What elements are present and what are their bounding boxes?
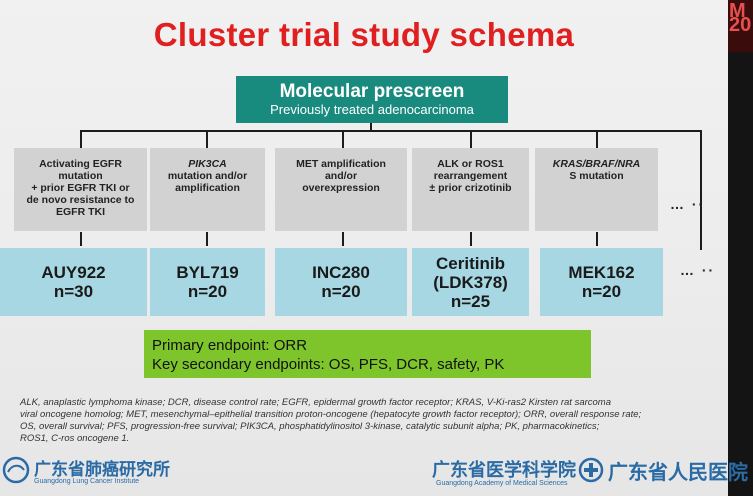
criteria-box-pik3ca: PIK3CA mutation and/or amplification — [150, 148, 265, 231]
endpoints-box: Primary endpoint: ORR Key secondary endp… — [144, 330, 591, 378]
primary-endpoint: Primary endpoint: ORR — [152, 337, 308, 354]
drug-name: MEK162 — [568, 263, 635, 282]
criteria-line: Activating EGFR — [39, 158, 122, 170]
drug-n: n=20 — [321, 282, 361, 301]
logo-lung-cancer-institute: 广东省肺癌研究所 Guangdong Lung Cancer Institute — [0, 450, 200, 492]
criteria-line: mutation and/or — [167, 170, 248, 182]
criteria-box-egfr: Activating EGFR mutation + prior EGFR TK… — [14, 148, 147, 231]
drug-n: n=20 — [581, 282, 622, 301]
criteria-line: + prior EGFR TKI or — [31, 182, 130, 194]
connector-drop-5 — [596, 130, 598, 148]
criteria-box-met: MET amplification and/or overexpression — [275, 148, 407, 231]
connector-drop-more — [700, 130, 702, 250]
drug-box-auy922: AUY922 n=30 — [0, 248, 147, 316]
drug-name: INC280 — [312, 263, 370, 282]
criteria-line: mutation — [58, 170, 103, 182]
prescreen-subtitle: Previously treated adenocarcinoma — [270, 102, 474, 117]
drug-name: BYL719 — [176, 263, 239, 282]
corner-sign-line2: 20 — [729, 14, 752, 36]
connector-arm-3 — [342, 232, 344, 246]
connector-drop-1 — [80, 130, 82, 148]
criteria-line: PIK3CA — [188, 158, 227, 170]
logo-academy-medical-sciences: 广东省医学科学院 Guangdong Academy of Medical Sc… — [432, 450, 582, 492]
criteria-line: rearrangement — [433, 170, 508, 182]
criteria-line: EGFR TKI — [56, 206, 105, 218]
criteria-line: ± prior crizotinib — [429, 182, 512, 194]
criteria-line: S mutation — [569, 170, 624, 182]
connector-arm-5 — [596, 232, 598, 246]
drug-box-inc280: INC280 n=20 — [275, 248, 407, 316]
logo-left-english: Guangdong Lung Cancer Institute — [34, 478, 140, 485]
room-background — [728, 52, 753, 496]
abbreviations-footnote: ALK, anaplastic lymphoma kinase; DCR, di… — [20, 397, 720, 445]
criteria-line: overexpression — [302, 182, 380, 194]
connector-drop-2 — [206, 130, 208, 148]
logo-peoples-hospital: 广东省人民医院 — [578, 450, 748, 492]
footnote-line: OS, overall survival; PFS, progression-f… — [20, 421, 600, 432]
logo-right-chinese: 广东省人民医院 — [608, 460, 748, 484]
more-cohorts-indicator: … ·· — [670, 196, 706, 212]
more-arms-indicator: … ·· — [680, 262, 716, 278]
connector-arm-4 — [470, 232, 472, 246]
drug-name: AUY922 — [41, 263, 106, 282]
connector-horizontal — [80, 130, 702, 132]
connector-arm-2 — [206, 232, 208, 246]
logo-middle-chinese: 广东省医学科学院 — [432, 460, 576, 481]
corner-sign-line1: M — [729, 0, 746, 22]
connector-drop-4 — [470, 130, 472, 148]
drug-code: (LDK378) — [433, 273, 508, 292]
footnote-line: viral oncogene homolog; MET, mesenchymal… — [20, 409, 642, 420]
criteria-line: ALK or ROS1 — [437, 158, 504, 170]
drug-box-ceritinib: Ceritinib (LDK378) n=25 — [412, 248, 529, 316]
secondary-endpoints: Key secondary endpoints: OS, PFS, DCR, s… — [152, 356, 505, 373]
hospital-emblem-icon — [578, 457, 604, 483]
logo-middle-english: Guangdong Academy of Medical Sciences — [436, 480, 568, 487]
connector-arm-1 — [80, 232, 82, 246]
drug-box-mek162: MEK162 n=20 — [540, 248, 663, 316]
criteria-box-alk-ros1: ALK or ROS1 rearrangement ± prior crizot… — [412, 148, 529, 231]
criteria-line: MET amplification — [296, 158, 386, 170]
drug-name: Ceritinib — [436, 254, 505, 273]
drug-n: n=25 — [450, 292, 491, 311]
criteria-line: amplification — [175, 182, 240, 194]
drug-n: n=20 — [187, 282, 228, 301]
slide-title: Cluster trial study schema — [153, 16, 575, 53]
institute-emblem-icon — [2, 456, 30, 484]
drug-n: n=30 — [53, 282, 94, 301]
criteria-box-kras-braf-nras: KRAS/BRAF/NRA S mutation — [535, 148, 658, 231]
prescreen-box: Molecular prescreen Previously treated a… — [236, 76, 508, 123]
criteria-line: de novo resistance to — [26, 194, 135, 206]
criteria-line: KRAS/BRAF/NRA — [552, 158, 641, 170]
footnote-line: ROS1, C-ros oncogene 1. — [20, 433, 130, 444]
connector-drop-3 — [342, 130, 344, 148]
prescreen-title: Molecular prescreen — [279, 81, 465, 102]
drug-box-byl719: BYL719 n=20 — [150, 248, 265, 316]
logo-left-chinese: 广东省肺癌研究所 — [34, 460, 170, 480]
connector-prescreen-stem — [370, 123, 372, 131]
criteria-line: and/or — [324, 170, 358, 182]
footnote-line: ALK, anaplastic lymphoma kinase; DCR, di… — [20, 397, 611, 408]
